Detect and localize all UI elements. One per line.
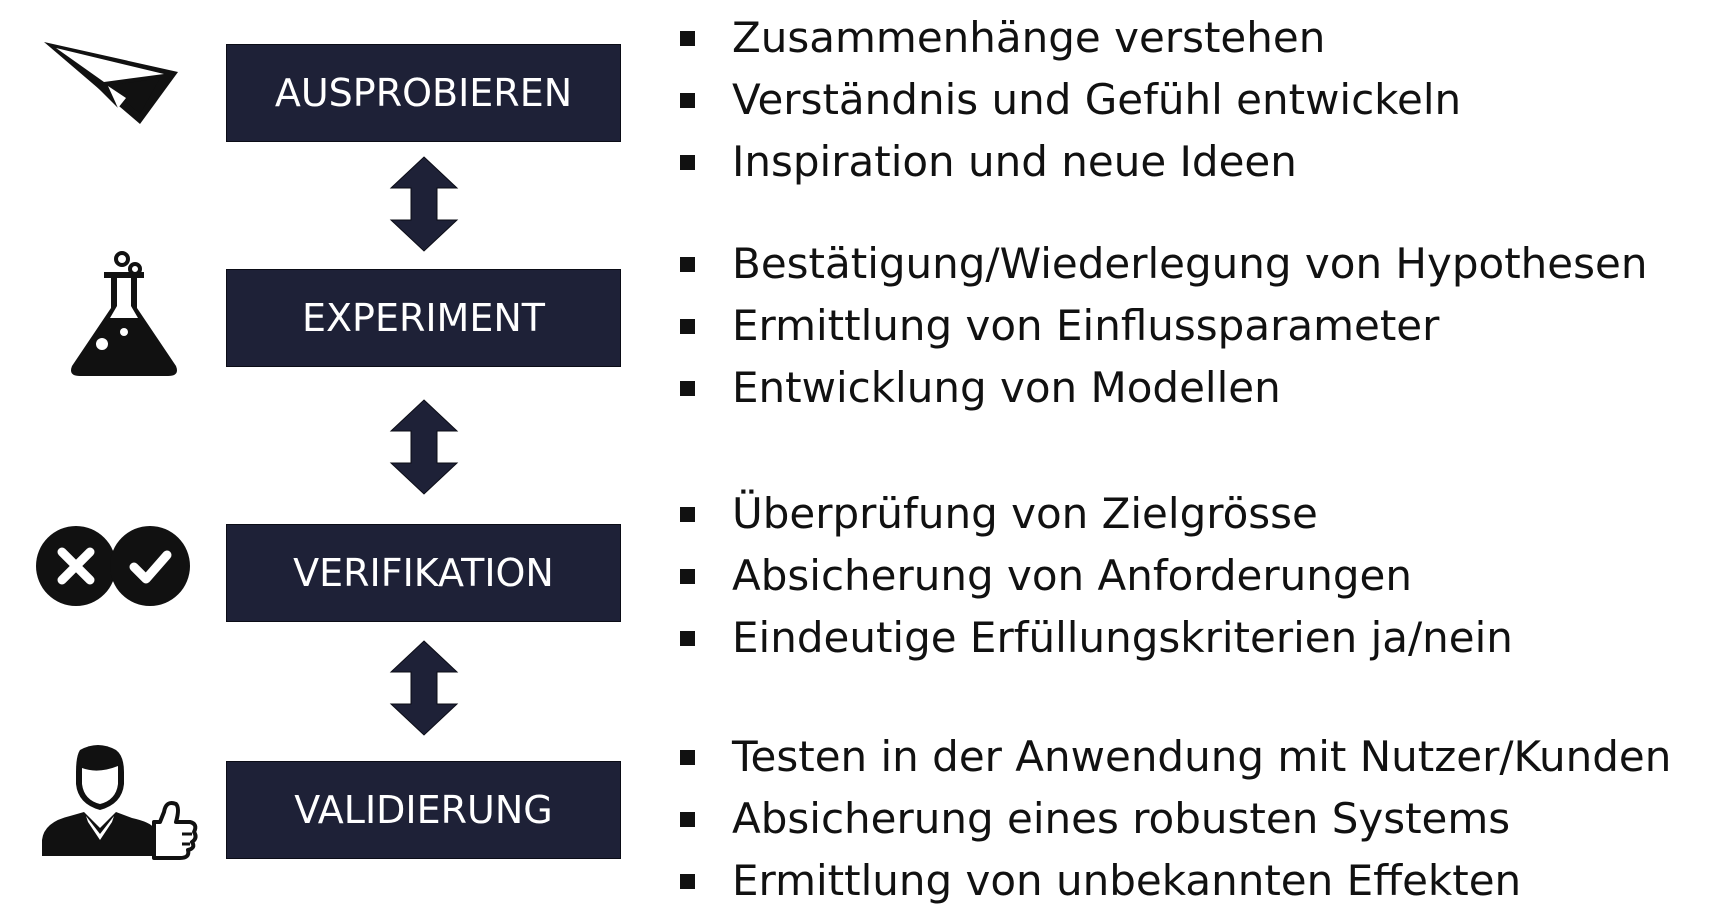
bullet-square-icon [680,381,695,396]
bullet-square-icon [680,569,695,584]
bullet-square-icon [680,812,695,827]
list-item: Eindeutige Erfüllungskriterien ja/nein [672,607,1513,669]
bullet-list-ausprobieren: Zusammenhänge verstehen Verständnis und … [672,7,1461,193]
stage-label: VALIDIERUNG [294,788,553,832]
stage-box-validierung: VALIDIERUNG [226,761,621,859]
bullet-list-verifikation: Überprüfung von Zielgrösse Absicherung v… [672,483,1513,669]
list-item: Testen in der Anwendung mit Nutzer/Kunde… [672,726,1671,788]
list-item: Zusammenhänge verstehen [672,7,1461,69]
list-item: Inspiration und neue Ideen [672,131,1461,193]
bullet-square-icon [680,874,695,889]
bullet-square-icon [680,631,695,646]
bullet-list-validierung: Testen in der Anwendung mit Nutzer/Kunde… [672,726,1671,912]
stage-box-ausprobieren: AUSPROBIEREN [226,44,621,142]
list-item: Absicherung von Anforderungen [672,545,1513,607]
double-arrow-icon [389,399,459,495]
list-item: Absicherung eines robusten Systems [672,788,1671,850]
list-item: Ermittlung von Einflussparameter [672,295,1647,357]
cross-check-icon [36,526,190,606]
bullet-square-icon [680,507,695,522]
stage-label: VERIFIKATION [293,551,554,595]
list-item: Ermittlung von unbekannten Effekten [672,850,1671,912]
list-item: Bestätigung/Wiederlegung von Hypothesen [672,233,1647,295]
bullet-square-icon [680,31,695,46]
bullet-square-icon [680,155,695,170]
bullet-list-experiment: Bestätigung/Wiederlegung von Hypothesen … [672,233,1647,419]
user-thumbs-up-icon [42,745,198,860]
double-arrow-icon [389,640,459,736]
bullet-square-icon [680,319,695,334]
stage-label: AUSPROBIEREN [274,71,573,115]
list-item: Überprüfung von Zielgrösse [672,483,1513,545]
paper-plane-icon [44,42,178,124]
stage-box-verifikation: VERIFIKATION [226,524,621,622]
list-item: Entwicklung von Modellen [672,357,1647,419]
double-arrow-icon [389,156,459,252]
stage-box-experiment: EXPERIMENT [226,269,621,367]
bullet-square-icon [680,257,695,272]
bullet-square-icon [680,750,695,765]
flask-icon [71,251,177,376]
bullet-square-icon [680,93,695,108]
stage-label: EXPERIMENT [301,296,545,340]
list-item: Verständnis und Gefühl entwickeln [672,69,1461,131]
